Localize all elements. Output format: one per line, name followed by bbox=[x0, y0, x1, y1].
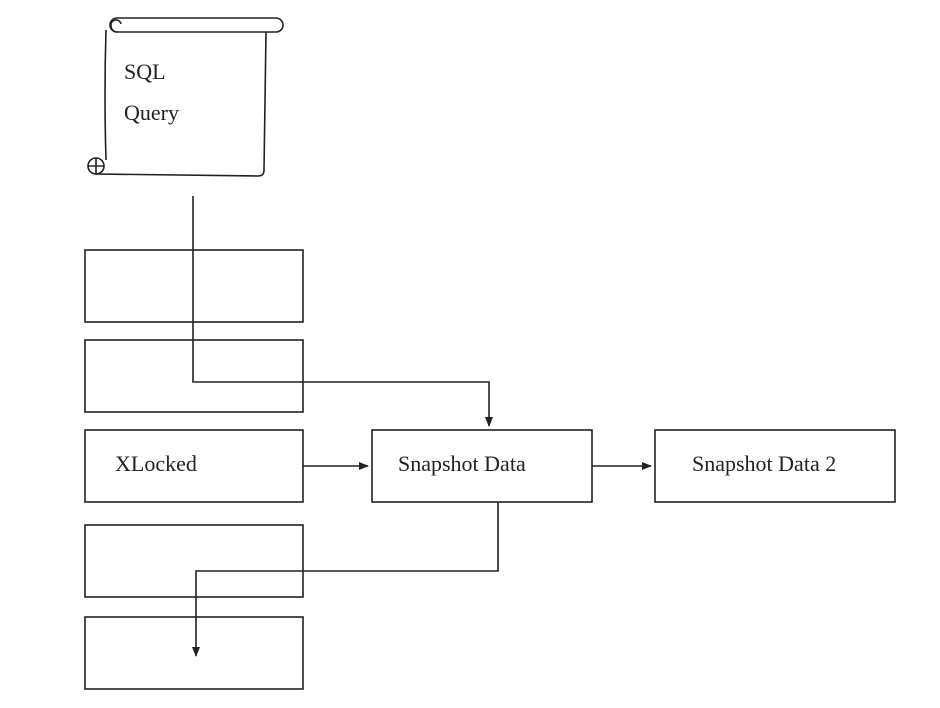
snapshot-data-2-box bbox=[654, 429, 896, 503]
snapshot-to-row-arrow bbox=[192, 502, 499, 657]
query-label-line2: Query bbox=[124, 100, 179, 125]
scroll-top-curl bbox=[110, 19, 122, 33]
query-to-snapshot-arrow bbox=[192, 196, 493, 427]
row-box-4 bbox=[84, 524, 304, 598]
scroll-bottom-curl-mark bbox=[88, 158, 104, 174]
sql-query-scroll bbox=[87, 17, 284, 177]
row-box-1 bbox=[84, 249, 304, 323]
scroll-left-edge bbox=[104, 29, 107, 161]
snapshot-data-box bbox=[371, 429, 593, 503]
scroll-right-edge bbox=[257, 31, 267, 177]
snapshot-data-label: Snapshot Data bbox=[398, 451, 526, 476]
row-box-2 bbox=[84, 339, 304, 413]
row-stack bbox=[84, 249, 304, 690]
row-box-xlocked bbox=[84, 429, 304, 503]
scroll-bottom-edge bbox=[95, 173, 259, 177]
row-label-xlocked: XLocked bbox=[115, 451, 197, 476]
row-box-5 bbox=[84, 616, 304, 690]
scroll-top-roll bbox=[109, 17, 284, 33]
snapshot-data-2-label: Snapshot Data 2 bbox=[692, 451, 836, 476]
sql-label-line1: SQL bbox=[124, 59, 166, 84]
